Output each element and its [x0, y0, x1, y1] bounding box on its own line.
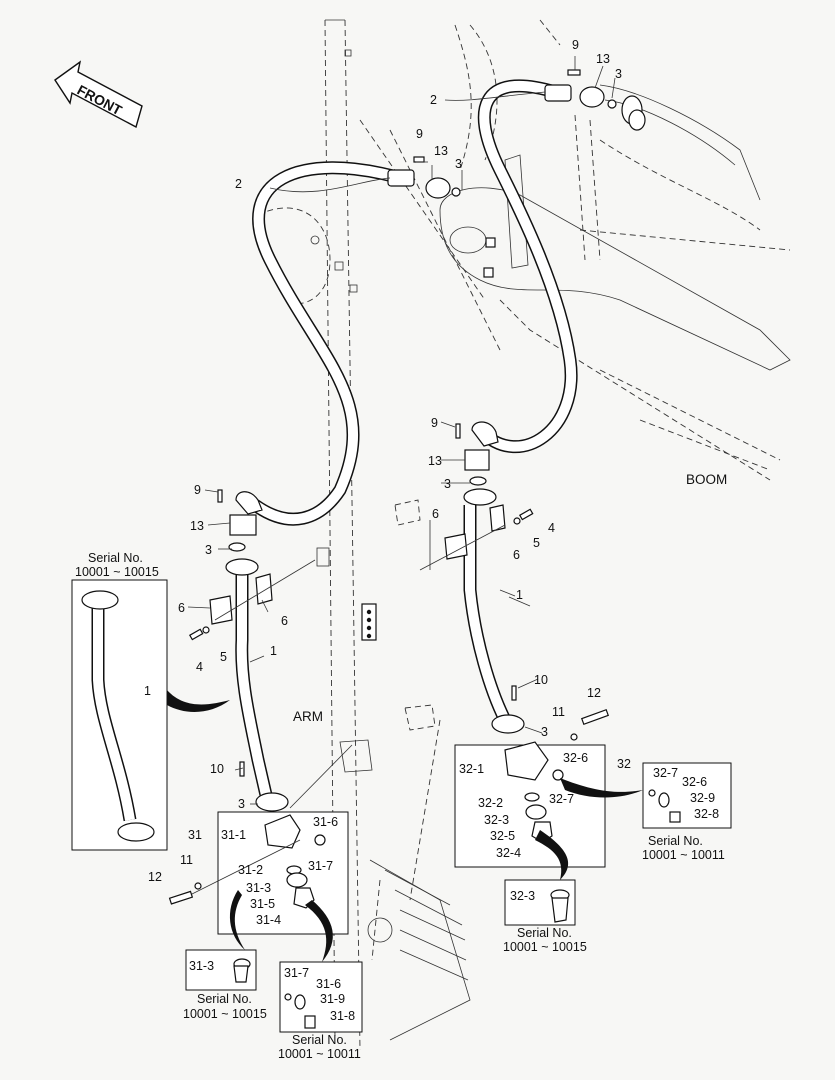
callout-32-9: 32-9 — [690, 791, 715, 805]
arm-label: ARM — [293, 709, 323, 724]
callout-1: 1 — [516, 588, 523, 602]
leader-lines — [187, 56, 616, 809]
callout-6: 6 — [513, 548, 520, 562]
boom-structure — [359, 19, 791, 481]
callout-13: 13 — [428, 454, 442, 468]
callout-31-2: 31-2 — [238, 863, 263, 877]
callout-11: 11 — [180, 853, 193, 867]
callout-31-3: 31-3 — [189, 959, 214, 973]
callout-13: 13 — [190, 519, 204, 533]
block-32-box — [454, 708, 610, 868]
callout-6: 6 — [432, 507, 439, 521]
callout-32-3: 32-3 — [484, 813, 509, 827]
pipe-assembly-left — [188, 489, 316, 812]
callout-31-5: 31-5 — [250, 897, 275, 911]
pipe-inset — [71, 579, 230, 851]
serial-range: 10001 ~ 10011 — [278, 1047, 361, 1061]
front-arrow-icon: FRONT — [54, 60, 143, 129]
inset-31-3 — [185, 890, 257, 991]
hose-fitting-left-top — [387, 156, 461, 199]
inset-32-7 — [560, 762, 732, 829]
callout-13: 13 — [596, 52, 610, 66]
pipe-assembly-right — [419, 421, 534, 734]
callout-5: 5 — [220, 650, 227, 664]
callout-32-7: 32-7 — [549, 792, 574, 806]
callout-1: 1 — [144, 684, 151, 698]
serial-range: 10001 ~ 10015 — [503, 940, 587, 954]
callout-9: 9 — [416, 127, 423, 141]
callout-32-6: 32-6 — [563, 751, 588, 765]
callout-5: 5 — [533, 536, 540, 550]
callout-3: 3 — [238, 797, 245, 811]
callout-31: 31 — [188, 828, 202, 842]
hose-left — [251, 161, 402, 526]
callout-32-6: 32-6 — [682, 775, 707, 789]
callout-32-3: 32-3 — [510, 889, 535, 903]
callout-labels: BOOM ARM 9 13 3 2 9 13 3 2 9 13 3 9 13 3… — [75, 38, 727, 1061]
callout-3: 3 — [205, 543, 212, 557]
callout-31-4: 31-4 — [256, 913, 281, 927]
callout-10: 10 — [210, 762, 224, 776]
hose-fitting-right-top — [544, 69, 617, 109]
callout-9: 9 — [572, 38, 579, 52]
serial-label: Serial No. — [292, 1033, 347, 1047]
callout-31-7: 31-7 — [284, 966, 309, 980]
callout-32-7: 32-7 — [653, 766, 678, 780]
callout-32-8: 32-8 — [694, 807, 719, 821]
callout-3: 3 — [615, 67, 622, 81]
block-31-box — [168, 811, 349, 935]
serial-label: Serial No. — [517, 926, 572, 940]
boom-label: BOOM — [686, 472, 727, 487]
callout-32-4: 32-4 — [496, 846, 521, 860]
serial-label: Serial No. — [88, 551, 143, 565]
hose-right — [477, 79, 578, 454]
callout-13: 13 — [434, 144, 448, 158]
inset-31-7 — [279, 900, 363, 1033]
serial-range: 10001 ~ 10015 — [183, 1007, 267, 1021]
callout-2: 2 — [235, 177, 242, 191]
serial-label: Serial No. — [648, 834, 703, 848]
callout-31-9: 31-9 — [320, 992, 345, 1006]
callout-12: 12 — [148, 870, 162, 884]
callout-32-5: 32-5 — [490, 829, 515, 843]
callout-3: 3 — [541, 725, 548, 739]
callout-6: 6 — [178, 601, 185, 615]
serial-label: Serial No. — [197, 992, 252, 1006]
callout-31-3: 31-3 — [246, 881, 271, 895]
callout-9: 9 — [194, 483, 201, 497]
callout-31-6: 31-6 — [313, 815, 338, 829]
callout-12: 12 — [587, 686, 601, 700]
callout-4: 4 — [196, 660, 203, 674]
callout-6: 6 — [281, 614, 288, 628]
inset-32-3 — [504, 830, 576, 926]
callout-31-6: 31-6 — [316, 977, 341, 991]
callout-32-1: 32-1 — [459, 762, 484, 776]
callout-11: 11 — [552, 705, 565, 719]
callout-31-8: 31-8 — [330, 1009, 355, 1023]
callout-31-7: 31-7 — [308, 859, 333, 873]
serial-range: 10001 ~ 10011 — [642, 848, 725, 862]
callout-32-2: 32-2 — [478, 796, 503, 810]
callout-1: 1 — [270, 644, 277, 658]
callout-3: 3 — [444, 477, 451, 491]
bucket-linkage — [367, 719, 471, 1041]
callout-2: 2 — [430, 93, 437, 107]
callout-31-1: 31-1 — [221, 828, 246, 842]
serial-range: 10001 ~ 10015 — [75, 565, 159, 579]
callout-4: 4 — [548, 521, 555, 535]
callout-9: 9 — [431, 416, 438, 430]
callout-10: 10 — [534, 673, 548, 687]
callout-32: 32 — [617, 757, 631, 771]
callout-3: 3 — [455, 157, 462, 171]
